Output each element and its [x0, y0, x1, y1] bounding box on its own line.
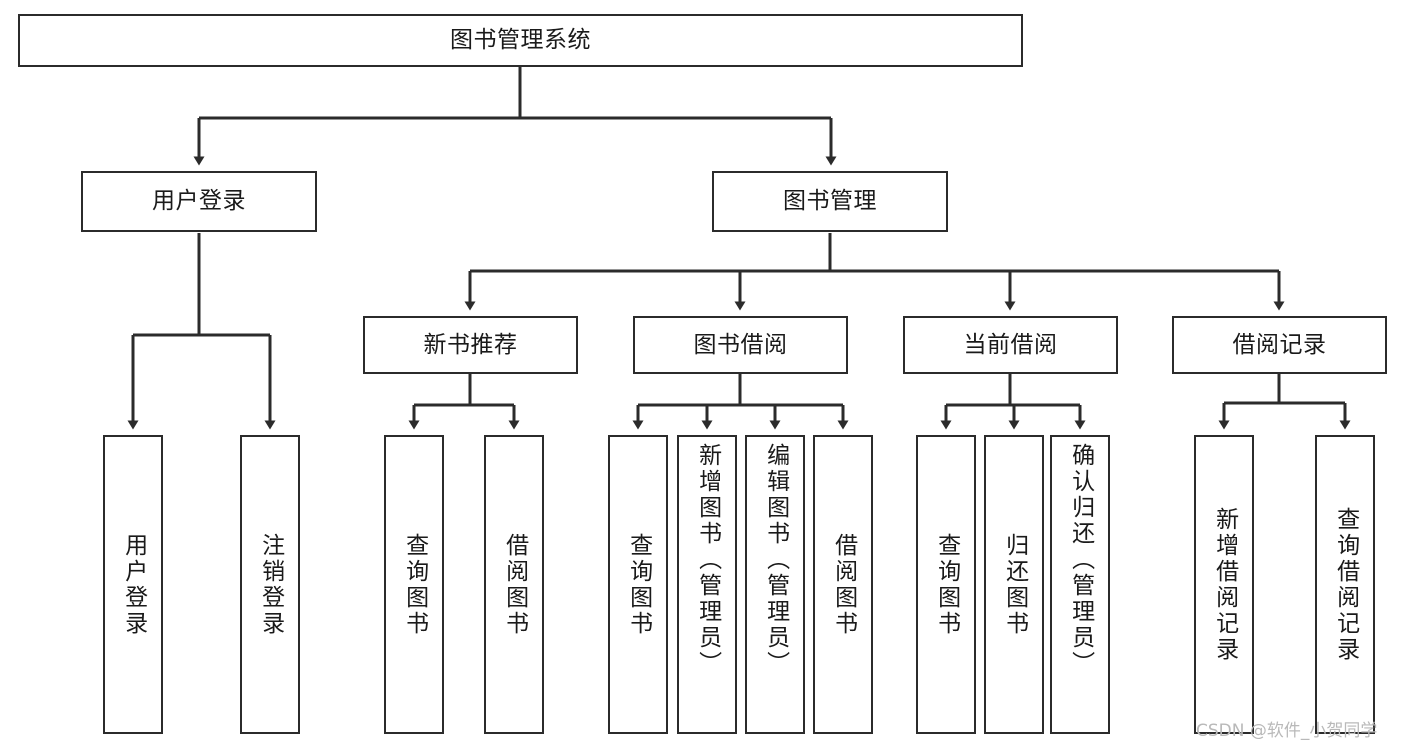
- node-leaf-add-borrow-record[interactable]: 新增借阅记录: [1194, 435, 1254, 734]
- edge-group-root: [193, 67, 837, 166]
- node-level3-book-borrow-label: 图书借阅: [693, 331, 788, 358]
- node-leaf-return-book-label: 归还图书: [1001, 532, 1028, 637]
- node-leaf-query-book-borrow[interactable]: 查询图书: [608, 435, 668, 734]
- node-leaf-user-login-label: 用户登录: [120, 532, 147, 637]
- node-leaf-query-book-borrow-label: 查询图书: [625, 532, 652, 637]
- node-leaf-user-logout-label: 注销登录: [257, 532, 284, 637]
- node-leaf-borrow-book[interactable]: 借阅图书: [813, 435, 873, 734]
- node-leaf-edit-book-admin[interactable]: 编辑图书（管理员）: [745, 435, 805, 734]
- edge-group-user-login: [127, 233, 276, 430]
- node-leaf-return-book[interactable]: 归还图书: [984, 435, 1044, 734]
- node-leaf-borrow-book-new-label: 借阅图书: [501, 532, 528, 637]
- node-leaf-query-book-new-label: 查询图书: [401, 532, 428, 637]
- node-root-label: 图书管理系统: [450, 27, 591, 54]
- node-level2-user-login-label: 用户登录: [152, 188, 246, 215]
- node-level3-current-borrow[interactable]: 当前借阅: [903, 316, 1118, 374]
- edge-group-new-book: [408, 374, 520, 430]
- node-level2-book-management[interactable]: 图书管理: [712, 171, 948, 232]
- node-leaf-query-borrow-record[interactable]: 查询借阅记录: [1315, 435, 1375, 734]
- node-leaf-borrow-book-label: 借阅图书: [830, 532, 857, 637]
- node-level3-new-book-recommend[interactable]: 新书推荐: [363, 316, 578, 374]
- node-leaf-query-book-current[interactable]: 查询图书: [916, 435, 976, 734]
- node-leaf-borrow-book-new[interactable]: 借阅图书: [484, 435, 544, 734]
- node-leaf-user-logout[interactable]: 注销登录: [240, 435, 300, 734]
- edge-group-borrow-record: [1218, 374, 1351, 430]
- edge-group-book-management: [464, 233, 1285, 311]
- node-level3-new-book-recommend-label: 新书推荐: [423, 331, 518, 358]
- csdn-watermark: CSDN @软件_小贺同学: [1196, 721, 1378, 741]
- node-leaf-confirm-return-admin[interactable]: 确认归还（管理员）: [1050, 435, 1110, 734]
- edge-group-current-borrow: [940, 374, 1086, 430]
- node-leaf-query-book-current-label: 查询图书: [933, 532, 960, 637]
- node-leaf-confirm-return-admin-label: 确认归还（管理员）: [1067, 443, 1094, 677]
- node-level2-book-management-label: 图书管理: [783, 188, 877, 215]
- node-root[interactable]: 图书管理系统: [18, 14, 1023, 67]
- node-leaf-user-login[interactable]: 用户登录: [103, 435, 163, 734]
- node-level3-book-borrow[interactable]: 图书借阅: [633, 316, 848, 374]
- node-leaf-query-book-new[interactable]: 查询图书: [384, 435, 444, 734]
- node-leaf-add-book-admin[interactable]: 新增图书（管理员）: [677, 435, 737, 734]
- node-level2-user-login[interactable]: 用户登录: [81, 171, 317, 232]
- node-leaf-query-borrow-record-label: 查询借阅记录: [1332, 506, 1359, 663]
- node-leaf-add-book-admin-label: 新增图书（管理员）: [694, 443, 721, 677]
- node-level3-borrow-record[interactable]: 借阅记录: [1172, 316, 1387, 374]
- node-leaf-edit-book-admin-label: 编辑图书（管理员）: [762, 443, 789, 677]
- node-leaf-add-borrow-record-label: 新增借阅记录: [1211, 506, 1238, 663]
- node-level3-borrow-record-label: 借阅记录: [1232, 331, 1327, 358]
- node-level3-current-borrow-label: 当前借阅: [963, 331, 1058, 358]
- edge-group-borrow: [632, 374, 849, 430]
